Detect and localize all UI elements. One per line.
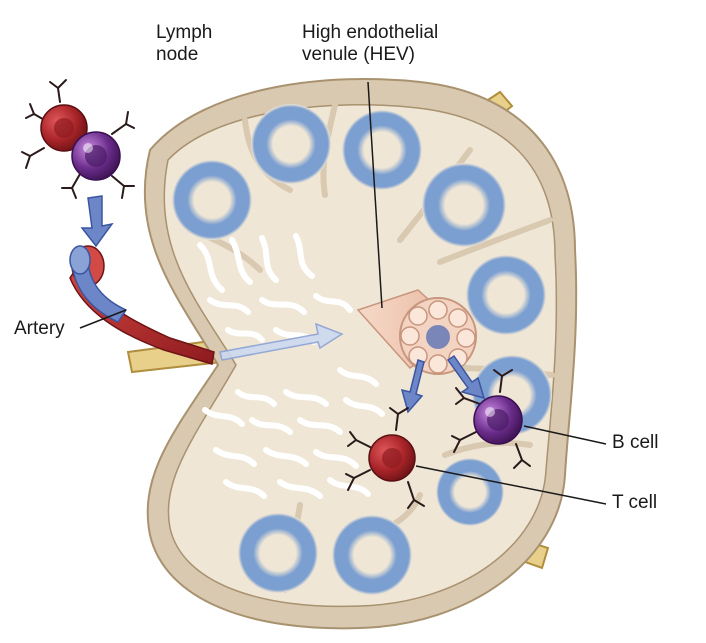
circulation-down-arrow <box>80 195 114 248</box>
follicle <box>466 255 546 335</box>
t-cell-pointer-line <box>415 465 607 505</box>
circulating-t-cell <box>21 79 88 169</box>
b-cell-pointer-line <box>523 425 607 445</box>
follicle <box>332 515 412 595</box>
inflow-arrow <box>219 322 344 361</box>
hev-vessel <box>356 289 477 375</box>
medulla <box>197 233 385 499</box>
circulating-b-cell <box>61 111 135 199</box>
lymph-node-label: Lymph node <box>156 22 212 66</box>
artery-pointer-line <box>79 309 127 329</box>
t-cell-label: T cell <box>612 492 658 513</box>
follicle <box>436 458 504 526</box>
lymph-node-label-line2: node <box>156 44 199 65</box>
follicle <box>342 110 422 190</box>
hev-label-line1: High endothelial <box>302 22 439 43</box>
follicle <box>251 104 331 184</box>
t-cell <box>345 407 425 509</box>
follicle <box>422 163 506 247</box>
hev-pointer-line <box>367 81 383 309</box>
follicle <box>172 160 252 240</box>
artery-label: Artery <box>14 318 65 339</box>
hev-label: High endothelial venule (HEV) <box>302 22 438 66</box>
b-cell <box>451 369 531 469</box>
follicle <box>238 513 318 593</box>
b-cell-label: B cell <box>612 432 659 453</box>
vein-vessel <box>69 245 128 323</box>
hev-label-line2: venule (HEV) <box>302 44 415 65</box>
lymph-node-label-line1: Lymph <box>156 22 213 43</box>
hev-exit-arrows <box>400 354 486 414</box>
